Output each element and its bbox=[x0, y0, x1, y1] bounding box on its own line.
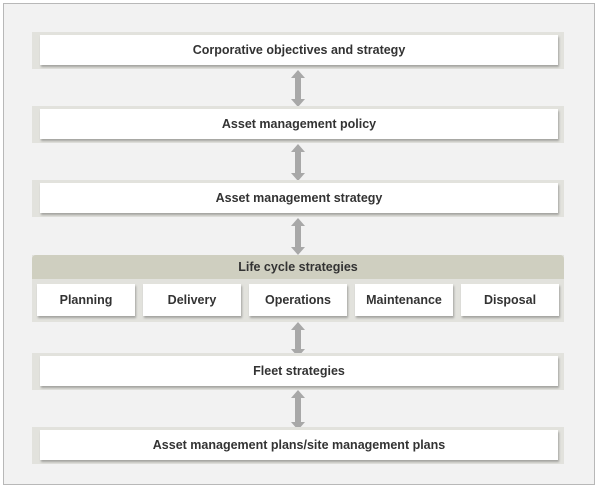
lifecycle-item-planning: Planning bbox=[37, 284, 135, 316]
lifecycle-item-delivery: Delivery bbox=[143, 284, 241, 316]
box-band: Fleet strategies bbox=[32, 353, 564, 390]
box-band: Asset management policy bbox=[32, 106, 564, 143]
lifecycle-item-disposal: Disposal bbox=[461, 284, 559, 316]
double-arrow-icon bbox=[291, 70, 305, 107]
box-label: Fleet strategies bbox=[253, 364, 345, 378]
lifecycle-item-maintenance: Maintenance bbox=[355, 284, 453, 316]
box-label: Asset management plans/site management p… bbox=[152, 438, 446, 452]
lifecycle-group: Life cycle strategies Planning Delivery … bbox=[32, 255, 564, 322]
lifecycle-title: Life cycle strategies bbox=[32, 255, 564, 279]
strategy-box: Asset management strategy bbox=[40, 183, 558, 213]
double-arrow-icon bbox=[291, 144, 305, 181]
corporative-objectives-box: Corporative objectives and strategy bbox=[40, 35, 558, 65]
management-plans-box: Asset management plans/site management p… bbox=[40, 430, 558, 460]
box-band: Corporative objectives and strategy bbox=[32, 32, 564, 69]
diagram-frame: Corporative objectives and strategy Asse… bbox=[3, 3, 595, 485]
double-arrow-icon bbox=[291, 390, 305, 430]
box-label: Asset management strategy bbox=[215, 191, 383, 205]
box-label: Corporative objectives and strategy bbox=[192, 43, 406, 57]
double-arrow-icon bbox=[291, 322, 305, 357]
box-band: Asset management plans/site management p… bbox=[32, 427, 564, 464]
lifecycle-item-operations: Operations bbox=[249, 284, 347, 316]
box-band: Asset management strategy bbox=[32, 180, 564, 217]
fleet-strategies-box: Fleet strategies bbox=[40, 356, 558, 386]
policy-box: Asset management policy bbox=[40, 109, 558, 139]
box-label: Asset management policy bbox=[221, 117, 377, 131]
double-arrow-icon bbox=[291, 218, 305, 255]
